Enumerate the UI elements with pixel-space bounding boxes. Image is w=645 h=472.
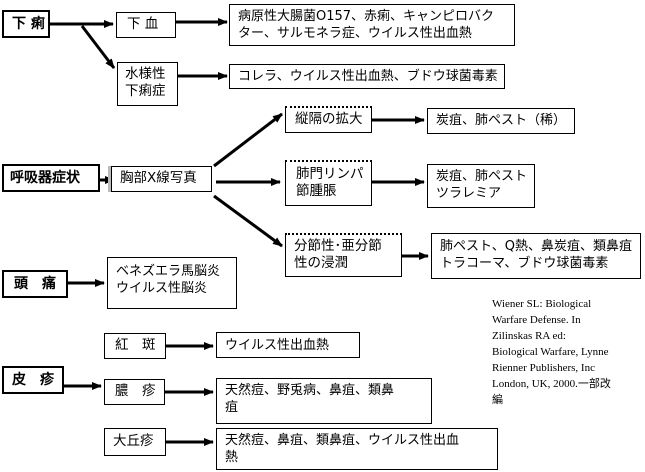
headache-result-line-2: ウイルス性脳炎 [116,281,208,296]
symptom-diarrhea-label: 下 痢 [12,16,45,32]
headache-result-line-1: ベネズエラ馬脳炎 [116,264,221,279]
watery-diarrhea-result-text: コレラ、ウイルス性出血熱、ブドウ球菌毒素 [238,69,498,84]
bloody-stool-result-line-2: ター、サルモネラ症、ウイルス性出血熱 [238,26,472,41]
erythema-box: 紅 斑 [104,333,166,359]
arrow-xray-to-segmental [213,194,283,248]
hilar-lymph-box: 肺門リンパ 節腫脹 [285,160,372,206]
segmental-infiltrate-label-line-1: 分節性･亜分節 [294,238,382,254]
bloody-stool-box: 下 血 [116,12,176,38]
pustule-box: 膿 疹 [104,379,165,405]
reference-line-6: London, UK, 2000.一部改 [492,378,611,390]
papule-result-line-2: 熱 [225,450,239,465]
headache-result: ベネズエラ馬脳炎 ウイルス性脳炎 [107,257,237,309]
segmental-infiltrate-result-line-2: トラコーマ、ブドウ球菌毒素 [440,256,609,271]
mediastinum-label: 縦隔の拡大 [295,111,363,127]
pustule-result-line-1: 天然痘、野兎病、鼻疽、類鼻 [225,383,395,398]
arrow-xray-to-mediastinum [213,112,283,168]
reference-line-7: 編 [492,394,503,406]
symptom-rash: 皮 疹 [2,366,64,394]
watery-diarrhea-label-line-2: 下痢症 [125,83,166,99]
watery-diarrhea-label-line-1: 水様性 [125,66,166,82]
hilar-lymph-result-line-1: 炭疽、肺ペスト [436,169,528,184]
pustule-label: 膿 疹 [115,383,156,399]
bloody-stool-result: 病原性大腸菌O157、赤痢、キャンピロバク ター、サルモネラ症、ウイルス性出血熱 [229,4,515,46]
mediastinum-result: 炭疽、肺ペスト（稀） [427,108,575,134]
papule-result: 天然痘、鼻疽、類鼻疽、ウイルス性出血 熱 [216,428,498,470]
reference-line-1: Wiener SL: Biological [492,298,592,310]
chest-xray-box: 胸部X線写真 [111,166,212,192]
mediastinum-box: 縦隔の拡大 [285,106,372,133]
hilar-lymph-result: 炭疽、肺ペスト ツラレミア [427,164,535,208]
bloody-stool-label: 下 血 [127,16,159,32]
segmental-infiltrate-result-line-1: 肺ペスト、Q熱、鼻炭疽、類鼻疽 [440,239,632,254]
erythema-result: ウイルス性出血熱 [216,332,360,358]
reference-line-5: Rienner Publishers, Inc [492,362,595,374]
erythema-label: 紅 斑 [115,337,156,353]
segmental-infiltrate-result: 肺ペスト、Q熱、鼻炭疽、類鼻疽 トラコーマ、ブドウ球菌毒素 [431,233,641,279]
pustule-result: 天然痘、野兎病、鼻疽、類鼻 疽 [216,378,432,424]
pustule-result-line-2: 疽 [225,400,239,415]
arrow-diarrhea-to-watery [80,25,116,69]
watery-diarrhea-result: コレラ、ウイルス性出血熱、ブドウ球菌毒素 [229,64,505,89]
reference-line-4: Biological Warfare, Lynne [492,346,609,358]
bloody-stool-result-line-1: 病原性大腸菌O157、赤痢、キャンピロバク [238,9,495,24]
papule-label: 大丘疹 [113,433,154,449]
watery-diarrhea-box: 水様性 下痢症 [117,62,178,106]
hilar-lymph-result-line-2: ツラレミア [436,186,502,201]
symptom-respiratory-label: 呼吸器症状 [10,170,80,186]
reference-line-3: Zilinskas RA ed: [492,330,566,342]
hilar-lymph-label-line-1: 肺門リンパ [296,166,364,182]
segmental-infiltrate-label-line-2: 性の浸潤 [294,255,348,271]
segmental-infiltrate-box: 分節性･亜分節 性の浸潤 [285,233,402,277]
reference-line-2: Warfare Defense. In [492,314,581,326]
symptom-respiratory: 呼吸器症状 [2,164,100,192]
symptom-diarrhea: 下 痢 [2,10,50,38]
erythema-result-text: ウイルス性出血熱 [225,338,330,353]
papule-result-line-1: 天然痘、鼻疽、類鼻疽、ウイルス性出血 [225,433,460,448]
symptom-headache: 頭 痛 [2,270,68,298]
symptom-headache-label: 頭 痛 [14,276,56,292]
hilar-lymph-label-line-2: 節腫脹 [296,183,337,199]
reference-citation: Wiener SL: Biological Warfare Defense. I… [492,296,642,408]
chest-xray-label: 胸部X線写真 [120,170,197,186]
mediastinum-result-text: 炭疽、肺ペスト（稀） [436,113,567,128]
symptom-rash-label: 皮 疹 [12,372,54,388]
papule-box: 大丘疹 [104,428,166,456]
